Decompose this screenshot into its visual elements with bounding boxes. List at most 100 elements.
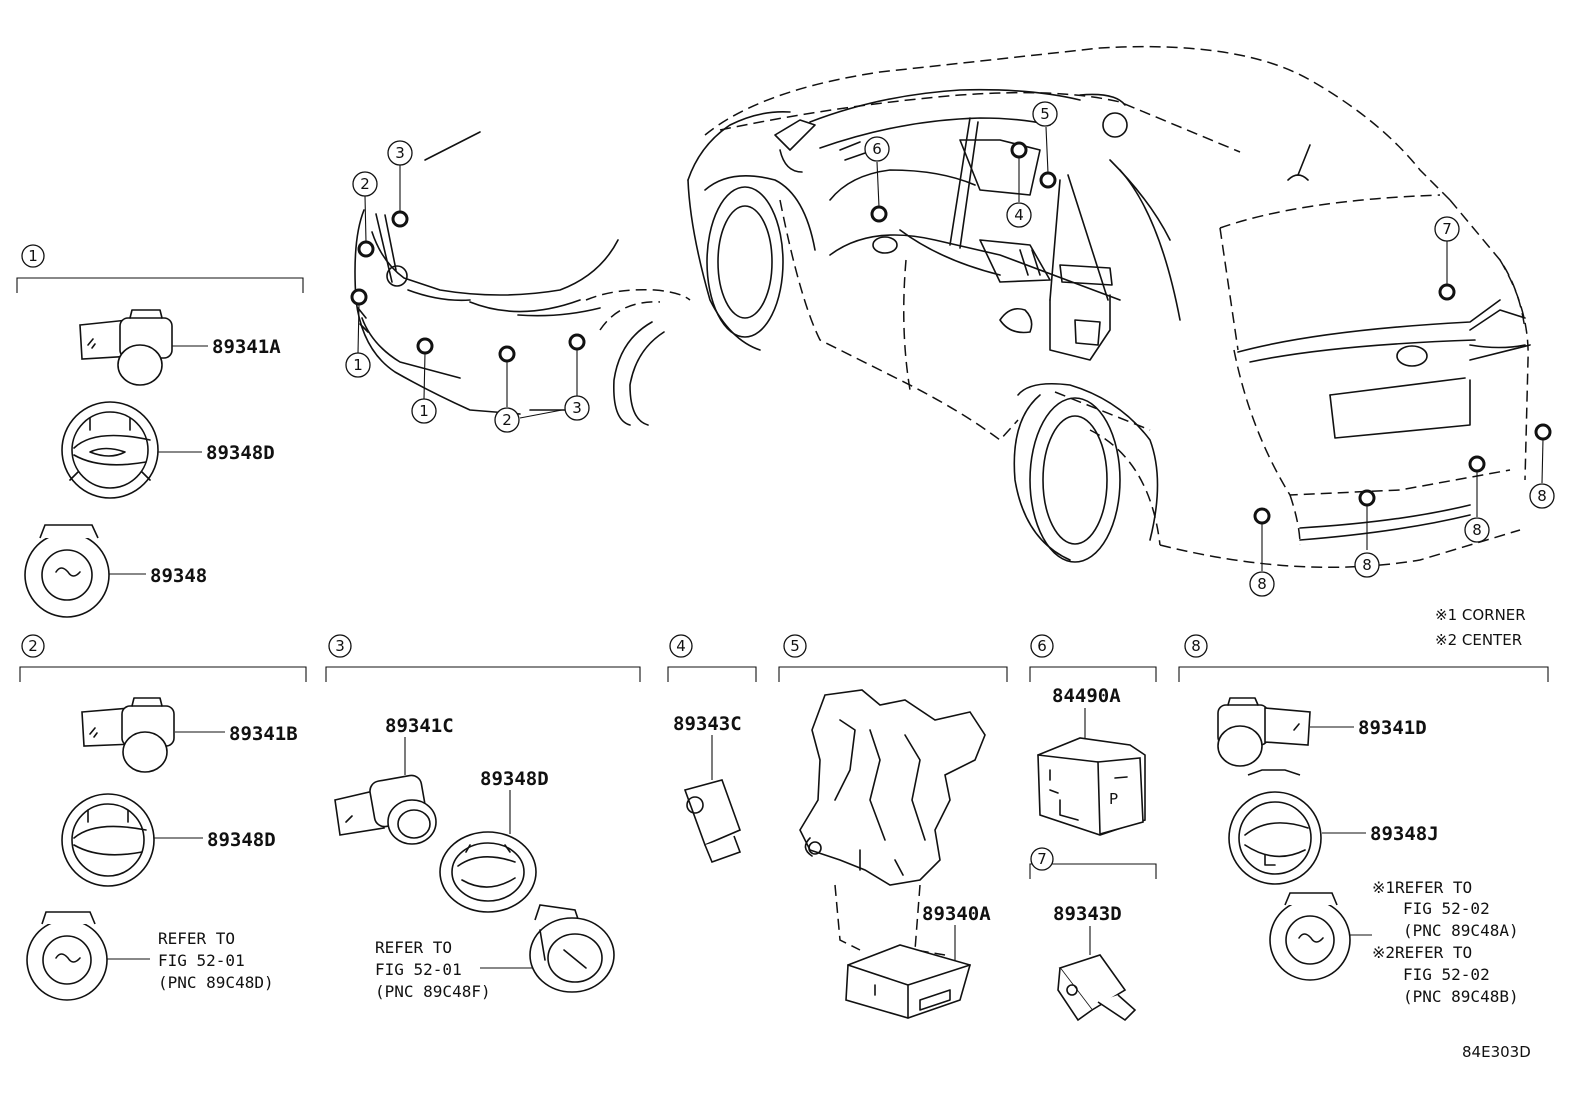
front-callout-2: 2 bbox=[494, 407, 520, 433]
section-number-circle bbox=[21, 634, 45, 658]
note-sec3-line2: FIG 52-01 bbox=[375, 960, 462, 979]
section-number-circle bbox=[1030, 847, 1054, 871]
section-header-6: 6 bbox=[1029, 634, 1157, 682]
front-callout-3: 3 bbox=[564, 395, 590, 421]
switch-p-symbol: P bbox=[1109, 790, 1118, 808]
note-sec8-1-line2: FIG 52-02 bbox=[1403, 899, 1490, 918]
part-number-89341B: 89341B bbox=[229, 723, 298, 745]
callout-number: 4 bbox=[1014, 206, 1024, 224]
note-sec2-line3: (PNC 89C48D) bbox=[158, 973, 274, 992]
rear-callout-8: 8 bbox=[1529, 483, 1555, 509]
section-number: 6 bbox=[1037, 637, 1047, 655]
part-number-84490A: 84490A bbox=[1052, 685, 1121, 707]
sensor-retainer-89348J-drawing bbox=[1228, 769, 1322, 885]
legend-center: ※2 CENTER bbox=[1435, 631, 1522, 649]
part-number-89343C: 89343C bbox=[673, 713, 742, 735]
figure-code: 84E303D bbox=[1462, 1043, 1531, 1061]
section-number: 2 bbox=[28, 637, 38, 655]
note-sec8-2-line3: (PNC 89C48B) bbox=[1403, 987, 1519, 1006]
part-number-89341A: 89341A bbox=[212, 336, 281, 358]
section-bracket bbox=[16, 277, 304, 293]
section-headers: 1 2 3 4 5 6 7 8 bbox=[16, 244, 1549, 879]
ultrasonic-sensor-89341D-drawing bbox=[1217, 697, 1311, 767]
callout-number: 1 bbox=[353, 356, 363, 374]
callout-number: 8 bbox=[1537, 487, 1547, 505]
section-header-4: 4 bbox=[667, 634, 757, 682]
callout-number: 6 bbox=[872, 140, 882, 158]
note-sec3-line1: REFER TO bbox=[375, 938, 452, 957]
part-number-89348D-sec2: 89348D bbox=[207, 829, 276, 851]
note-sec3-line3: (PNC 89C48F) bbox=[375, 982, 491, 1001]
section-number: 1 bbox=[28, 247, 38, 265]
rear-callout-6: 6 bbox=[864, 136, 890, 162]
rear-callout-8: 8 bbox=[1464, 517, 1490, 543]
ecu-bracket-drawing bbox=[799, 689, 986, 886]
callout-number: 2 bbox=[502, 411, 512, 429]
section-bracket bbox=[19, 666, 307, 682]
section-2-parts: 89341B 89348D REFER TO FIG 52-01 (PNC 89… bbox=[26, 697, 298, 1001]
callout-number: 1 bbox=[419, 402, 429, 420]
part-number-89348D-sec1: 89348D bbox=[206, 442, 275, 464]
section-bracket bbox=[1029, 863, 1157, 879]
callout-number: 5 bbox=[1040, 105, 1050, 123]
section-number: 8 bbox=[1191, 637, 1201, 655]
section-3-parts: 89341C 89348D REFER TO FIG 52-01 (PNC 8 bbox=[334, 715, 615, 1001]
section-bracket bbox=[325, 666, 641, 682]
front-car-view bbox=[350, 131, 691, 426]
rear-callout-8: 8 bbox=[1354, 552, 1380, 578]
rear-callout-5: 5 bbox=[1032, 101, 1058, 127]
note-sec8-1-line3: (PNC 89C48A) bbox=[1403, 921, 1519, 940]
section-1-parts: 89341A 89348D 89348 bbox=[24, 309, 281, 618]
note-sec8-1-line1: ※1REFER TO bbox=[1372, 878, 1472, 897]
section-bracket bbox=[1029, 666, 1157, 682]
part-number-89341D: 89341D bbox=[1358, 717, 1427, 739]
legend-corner: ※1 CORNER bbox=[1435, 606, 1526, 624]
front-callout-1: 1 bbox=[411, 398, 437, 424]
part-number-89348D-sec3: 89348D bbox=[480, 768, 549, 790]
sensor-holder-sec2-drawing bbox=[26, 911, 108, 1001]
section-number: 5 bbox=[790, 637, 800, 655]
section-header-5: 5 bbox=[778, 634, 1008, 682]
section-6-parts: 84490A P bbox=[1037, 685, 1146, 836]
note-sec8-2-line2: FIG 52-02 bbox=[1403, 965, 1490, 984]
ultrasonic-sensor-89341B-drawing bbox=[81, 697, 175, 773]
section-number-circle bbox=[669, 634, 693, 658]
ecu-89340A-drawing bbox=[845, 944, 971, 1019]
sensor-89343C-drawing bbox=[683, 779, 742, 864]
rear-callout-8: 8 bbox=[1249, 571, 1275, 597]
front-callout-1: 1 bbox=[345, 352, 371, 378]
rear-callout-4: 4 bbox=[1006, 202, 1032, 228]
part-number-89348J: 89348J bbox=[1370, 823, 1439, 845]
callout-number: 8 bbox=[1472, 521, 1482, 539]
note-sec2-line2: FIG 52-01 bbox=[158, 951, 245, 970]
section-number-circle bbox=[1030, 634, 1054, 658]
section-header-7: 7 bbox=[1029, 847, 1157, 879]
sensor-89343D-drawing bbox=[1057, 954, 1137, 1022]
parking-sensor-switch-84490A-drawing: P bbox=[1037, 737, 1146, 836]
section-header-2: 2 bbox=[19, 634, 307, 682]
section-5-parts: 89340A bbox=[799, 689, 991, 1019]
front-callout-3: 3 bbox=[387, 140, 413, 166]
callout-number: 2 bbox=[360, 175, 370, 193]
front-callout-2: 2 bbox=[352, 171, 378, 197]
rear-callout-7: 7 bbox=[1434, 216, 1460, 242]
section-number-circle bbox=[783, 634, 807, 658]
sensor-holder-sec3-drawing bbox=[529, 904, 615, 993]
part-number-89348: 89348 bbox=[150, 565, 207, 587]
part-number-89341C: 89341C bbox=[385, 715, 454, 737]
note-sec2-line1: REFER TO bbox=[158, 929, 235, 948]
section-bracket bbox=[667, 666, 757, 682]
section-number: 4 bbox=[676, 637, 686, 655]
sensor-holder-89348-drawing bbox=[24, 524, 110, 618]
section-number: 3 bbox=[335, 637, 345, 655]
ultrasonic-sensor-89341C-drawing bbox=[334, 774, 437, 845]
part-number-89340A: 89340A bbox=[922, 903, 991, 925]
callout-number: 3 bbox=[572, 399, 582, 417]
callout-number: 3 bbox=[395, 144, 405, 162]
section-number: 7 bbox=[1037, 850, 1047, 868]
sensor-retainer-89348D-drawing bbox=[61, 401, 159, 499]
section-8-parts: 89341D 89348J ※1REFER TO FIG 52-02 (PNC … bbox=[1217, 697, 1519, 1006]
section-number-circle bbox=[21, 244, 45, 268]
callout-number: 8 bbox=[1257, 575, 1267, 593]
